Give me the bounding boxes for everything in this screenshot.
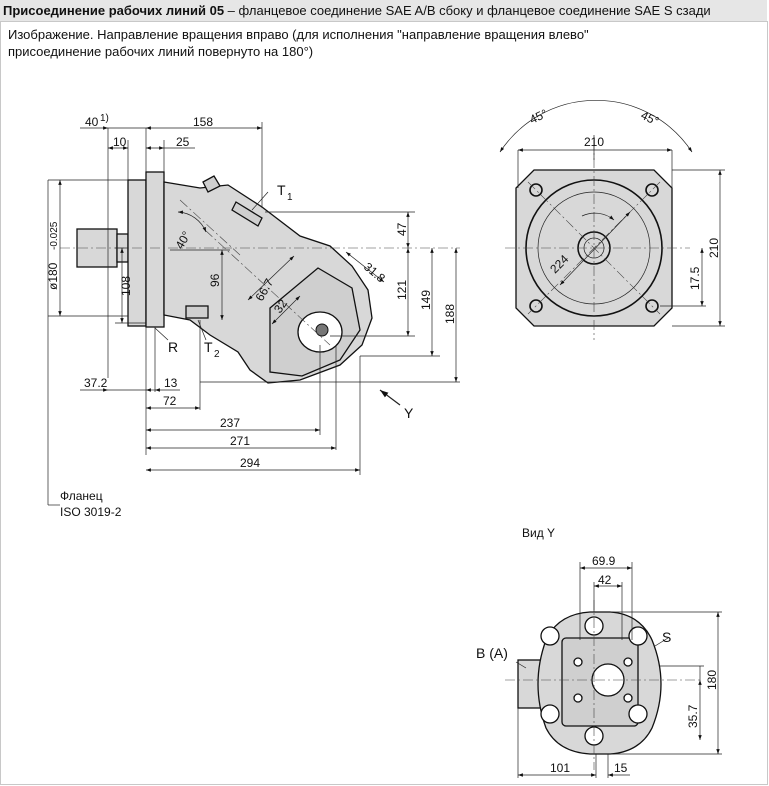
dim-47: 47: [395, 222, 409, 236]
vy-screw-4: [623, 693, 633, 703]
dim-101: 101: [550, 761, 570, 775]
dim-210-right: 210: [707, 238, 721, 258]
view-y-title: Вид Y: [522, 526, 555, 540]
dim-40-note: 1): [100, 113, 109, 124]
view-y: Вид Y: [476, 526, 722, 778]
flange: [145, 171, 165, 328]
dim-13: 13: [164, 376, 178, 390]
description: Изображение. Направление вращения вправо…: [8, 26, 748, 60]
label-r: R: [168, 339, 178, 355]
bolt-hole-tl: [529, 183, 543, 197]
dim-dia-180: ø180: [46, 262, 60, 290]
flange-title: Фланец: [60, 489, 103, 503]
dim-40: 40: [85, 115, 99, 129]
figure-frame: [0, 21, 768, 785]
dim-69-9: 69.9: [592, 554, 616, 568]
vy-bolt-5: [628, 626, 648, 646]
label-s: S: [662, 629, 671, 645]
dim-237: 237: [220, 416, 240, 430]
dim-149: 149: [419, 290, 433, 310]
bolt-hole-tr: [645, 183, 659, 197]
vy-bolt-3: [540, 626, 560, 646]
dim-158: 158: [193, 115, 213, 129]
label-t1-sub: 1: [287, 192, 293, 203]
flange-standard: ISO 3019-2: [60, 505, 122, 519]
dim-188: 188: [443, 304, 457, 324]
dim-31-8: 31.8: [361, 260, 388, 286]
dim-108: 108: [119, 276, 133, 296]
label-t2-sub: 2: [214, 349, 220, 360]
dim-17-5: 17.5: [688, 266, 702, 290]
dim-210-top: 210: [584, 135, 604, 149]
front-view: 45° 45° 210 210 224 17.5: [499, 99, 725, 340]
vy-bolt-6: [628, 704, 648, 724]
header-title-rest: – фланцевое соединение SAE A/B сбоку и ф…: [224, 3, 711, 18]
description-line-2: присоединение рабочих линий повернуто на…: [8, 44, 314, 59]
label-t1: T: [277, 182, 286, 198]
dim-271: 271: [230, 434, 250, 448]
dim-180: 180: [705, 670, 719, 690]
port-bore: [315, 323, 329, 337]
angle-right-45: 45°: [639, 108, 662, 128]
dim-15: 15: [614, 761, 628, 775]
label-y: Y: [404, 405, 414, 421]
dim-35-7: 35.7: [686, 704, 700, 728]
angle-left-45: 45°: [527, 106, 550, 126]
bolt-hole-br: [645, 299, 659, 313]
vy-screw-3: [623, 657, 633, 667]
port-t1: [231, 201, 263, 227]
description-line-1: Изображение. Направление вращения вправо…: [8, 27, 589, 42]
dim-96: 96: [208, 273, 222, 287]
vy-bolt-4: [540, 704, 560, 724]
dim-37-2: 37.2: [84, 376, 108, 390]
bolt-hole-bl: [529, 299, 543, 313]
dim-dia-180-tol: -0.025: [49, 221, 60, 250]
dim-294: 294: [240, 456, 260, 470]
header-title-bold: Присоединение рабочих линий 05: [3, 3, 225, 18]
vy-screw-2: [573, 693, 583, 703]
dim-25: 25: [176, 135, 190, 149]
vent-plug: [202, 175, 221, 193]
dim-72: 72: [163, 394, 177, 408]
vy-screw-1: [573, 657, 583, 667]
page-header: Присоединение рабочих линий 05 – фланцев…: [0, 0, 767, 21]
dim-10: 10: [113, 135, 127, 149]
dim-121: 121: [395, 280, 409, 300]
port-t2: [185, 305, 209, 319]
dim-42: 42: [598, 573, 612, 587]
label-t2: T: [204, 339, 213, 355]
flange-pilot: [127, 179, 147, 327]
side-view: 40 1) 158 10 25 40° 47 108 96 66.7 32 31…: [46, 113, 460, 519]
label-b-a: B (A): [476, 645, 508, 661]
